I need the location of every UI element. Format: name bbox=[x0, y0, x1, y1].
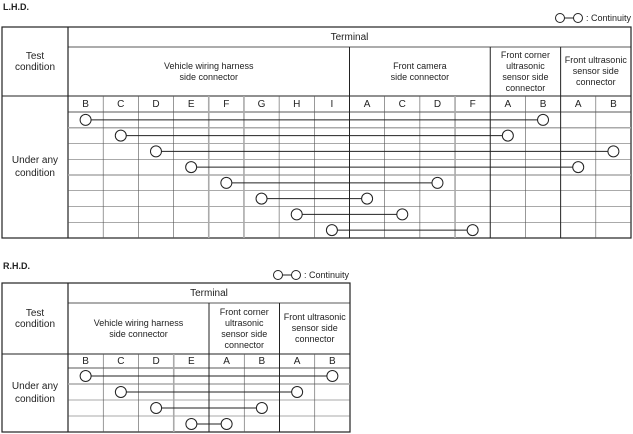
terminal-letter: B bbox=[258, 355, 266, 367]
continuity-terminal-circle bbox=[150, 402, 163, 414]
terminal-letter: B bbox=[610, 98, 617, 110]
continuity-terminal-circle bbox=[220, 176, 233, 189]
connector-group-header: Front ultrasonic sensor side connector bbox=[564, 55, 627, 87]
terminal-letter: A bbox=[223, 355, 230, 367]
terminal-letter: H bbox=[293, 98, 301, 110]
continuity-legend: : Continuity bbox=[554, 12, 631, 24]
continuity-connection bbox=[185, 161, 585, 174]
terminal-letter: B bbox=[539, 98, 547, 110]
continuity-terminal-circle bbox=[185, 161, 198, 174]
connector-group-header: Vehicle wiring harness side connector bbox=[93, 317, 184, 339]
continuity-terminal-circle bbox=[396, 208, 409, 221]
terminal-header: Terminal bbox=[190, 287, 228, 299]
continuity-connection bbox=[149, 145, 620, 158]
terminal-letter: D bbox=[152, 98, 160, 110]
continuity-symbol-icon bbox=[272, 270, 301, 280]
test-condition-header: Test condition bbox=[14, 307, 56, 330]
continuity-connection bbox=[114, 129, 514, 142]
continuity-terminal-circle bbox=[325, 224, 338, 237]
terminal-letter: A bbox=[363, 98, 371, 110]
continuity-terminal-circle bbox=[114, 129, 127, 142]
terminal-letter: C bbox=[117, 355, 125, 367]
terminal-letter: F bbox=[223, 98, 230, 110]
continuity-connection bbox=[114, 386, 304, 398]
terminal-letter: B bbox=[82, 98, 89, 110]
continuity-terminal-circle bbox=[149, 145, 162, 158]
continuity-terminal-circle bbox=[537, 113, 550, 126]
lhd-title: L.H.D. bbox=[3, 2, 29, 12]
continuity-terminal-circle bbox=[114, 386, 127, 398]
continuity-terminal-circle bbox=[220, 418, 233, 430]
terminal-letter: E bbox=[187, 98, 195, 110]
terminal-letter: D bbox=[152, 355, 160, 367]
continuity-terminal-circle bbox=[290, 208, 303, 221]
terminal-header: Terminal bbox=[330, 31, 369, 43]
continuity-terminal-circle bbox=[255, 192, 268, 205]
continuity-connection bbox=[325, 224, 479, 237]
connector-group-header: Front ultrasonic sensor side connector bbox=[283, 312, 346, 344]
continuity-connection bbox=[150, 402, 268, 414]
terminal-letter: G bbox=[257, 98, 266, 110]
continuity-connection bbox=[220, 176, 444, 189]
test-condition-header: Test condition bbox=[14, 50, 56, 73]
continuity-terminal-circle bbox=[79, 370, 92, 382]
continuity-connection bbox=[185, 418, 233, 430]
continuity-terminal-circle bbox=[255, 402, 268, 414]
legend-label: : Continuity bbox=[585, 13, 631, 23]
continuity-terminal-circle bbox=[326, 370, 339, 382]
terminal-letter: B bbox=[329, 355, 336, 367]
terminal-letter: C bbox=[117, 98, 125, 110]
continuity-connection bbox=[255, 192, 374, 205]
continuity-terminal-circle bbox=[431, 176, 444, 189]
continuity-terminal-circle bbox=[361, 192, 374, 205]
rhd-title: R.H.D. bbox=[3, 261, 30, 271]
terminal-letter: A bbox=[574, 98, 582, 110]
continuity-terminal-circle bbox=[501, 129, 514, 142]
terminal-letter: B bbox=[82, 355, 89, 367]
continuity-connection bbox=[79, 113, 550, 126]
continuity-symbol-icon bbox=[554, 13, 583, 23]
continuity-legend: : Continuity bbox=[272, 269, 349, 281]
condition-label: Under any condition bbox=[11, 381, 59, 405]
terminal-letter: F bbox=[469, 98, 476, 110]
terminal-letter: D bbox=[433, 98, 442, 110]
connector-group-header: Front corner ultrasonic sensor side conn… bbox=[219, 306, 269, 350]
continuity-connection bbox=[79, 370, 339, 382]
connector-group-header: Front corner ultrasonic sensor side conn… bbox=[500, 49, 550, 93]
terminal-letter: C bbox=[398, 98, 406, 110]
legend-label: : Continuity bbox=[303, 270, 349, 280]
connector-group-header: Front camera side connector bbox=[390, 60, 450, 82]
connector-group-header: Vehicle wiring harness side connector bbox=[163, 60, 254, 82]
continuity-connection bbox=[290, 208, 409, 221]
terminal-letter: I bbox=[330, 98, 334, 110]
continuity-terminal-circle bbox=[607, 145, 620, 158]
condition-label: Under any condition bbox=[11, 155, 59, 179]
continuity-terminal-circle bbox=[572, 161, 585, 174]
continuity-terminal-circle bbox=[185, 418, 198, 430]
continuity-terminal-circle bbox=[79, 113, 92, 126]
terminal-letter: A bbox=[504, 98, 512, 110]
terminal-letter: A bbox=[293, 355, 301, 367]
continuity-terminal-circle bbox=[466, 224, 479, 237]
terminal-letter: E bbox=[188, 355, 195, 367]
continuity-terminal-circle bbox=[291, 386, 304, 398]
